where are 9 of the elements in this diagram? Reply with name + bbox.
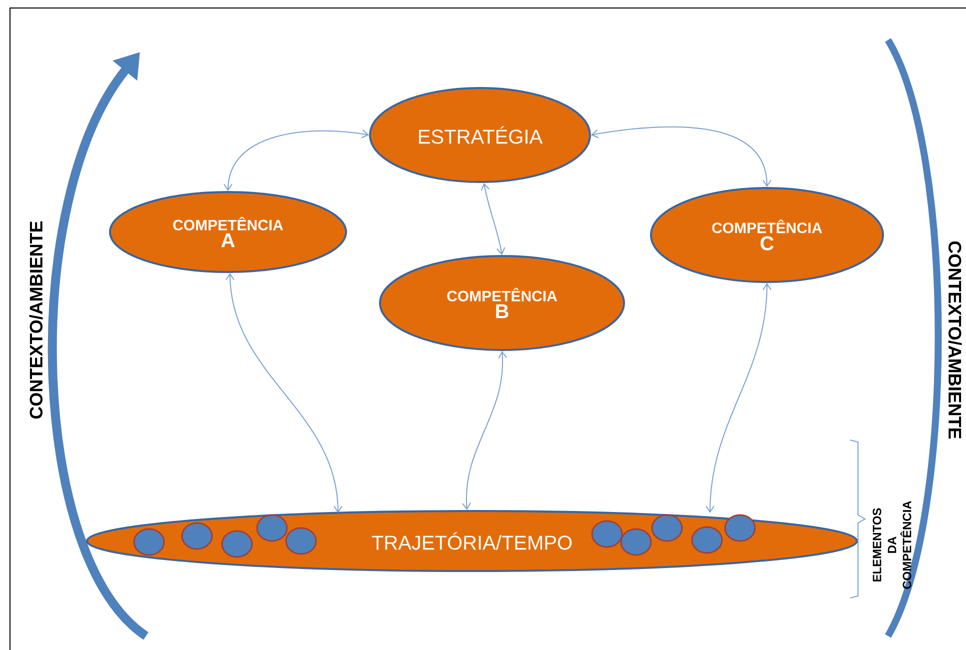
arrow (462, 351, 508, 510)
arrow (226, 273, 342, 513)
arrow (224, 129, 369, 191)
arrow (480, 183, 506, 255)
bracket-label: ELEMENTOS DA COMPETÊNCIA (872, 500, 912, 589)
arrow (706, 283, 772, 513)
side-label: CONTEXTO/AMBIENTE (948, 241, 962, 439)
arrow (591, 126, 772, 187)
side-label: CONTEXTO/AMBIENTE (29, 221, 43, 419)
